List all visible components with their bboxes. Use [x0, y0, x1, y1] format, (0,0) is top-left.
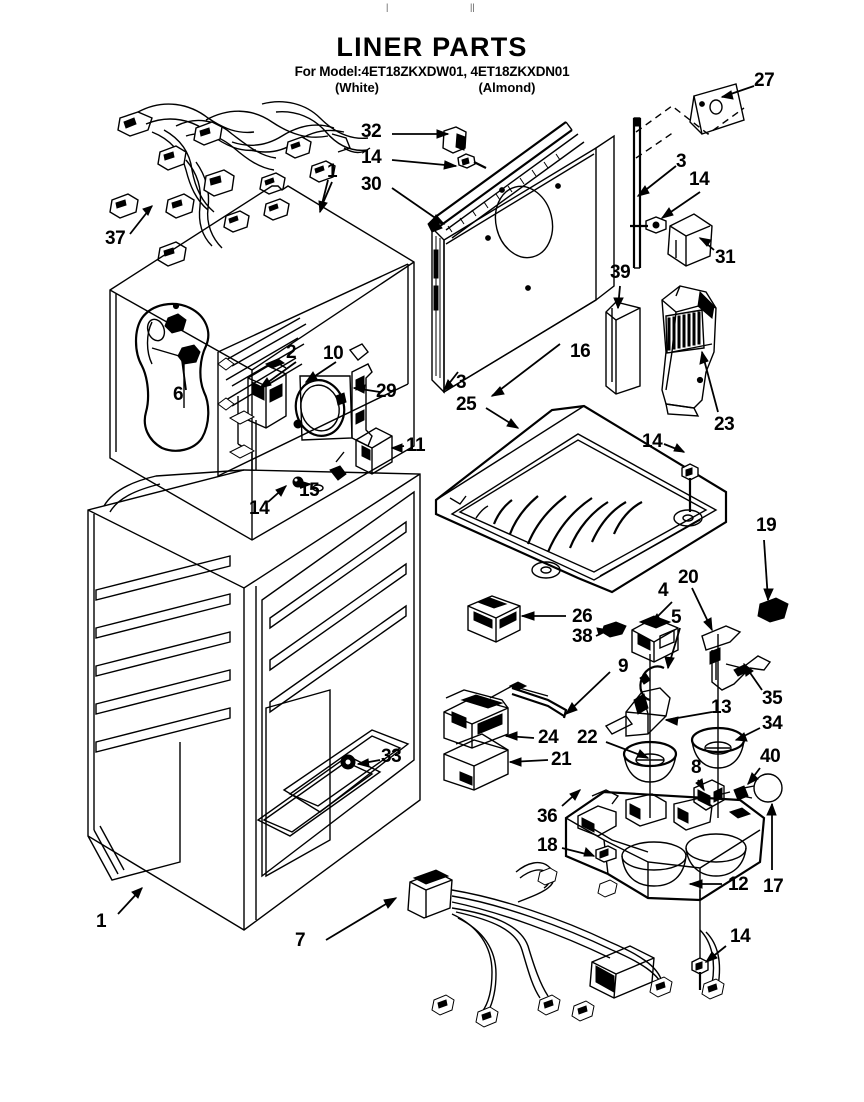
light-housing-art: [443, 671, 650, 791]
callout-14-e: 14: [730, 926, 751, 947]
callout-26: 26: [572, 606, 593, 627]
callout-11: 11: [406, 435, 426, 456]
callout-33: 33: [381, 746, 402, 767]
callout-9: 9: [618, 656, 629, 677]
page-title: LINER PARTS: [336, 32, 528, 62]
callout-18: 18: [537, 835, 558, 856]
callout-40: 40: [760, 746, 781, 767]
callout-7: 7: [295, 930, 306, 951]
callout-21: 21: [551, 749, 572, 770]
top-tick-right: ||: [470, 2, 475, 12]
freezer-liner-panel-art: [431, 134, 615, 397]
callout-10: 10: [323, 343, 344, 364]
wiring-harness-lower-art: [325, 861, 725, 1028]
callout-13: 13: [711, 697, 732, 718]
drain-assembly-art: [604, 539, 789, 818]
callout-12: 12: [728, 874, 749, 895]
callout-14-c: 14: [249, 498, 270, 519]
duct-sleeve-art: [605, 285, 641, 395]
callout-27: 27: [754, 70, 775, 91]
top-tick-left: |: [386, 2, 389, 12]
callout-3-upper: 3: [676, 151, 687, 172]
cabinet-liner-upper-art: [109, 181, 415, 541]
control-cluster-art: [181, 343, 405, 503]
callout-22: 22: [577, 727, 598, 748]
callout-17: 17: [763, 876, 784, 897]
callout-8: 8: [691, 757, 702, 778]
callout-30: 30: [361, 174, 382, 195]
callout-20: 20: [678, 567, 699, 588]
finish-almond-label: (Almond): [478, 80, 536, 95]
callout-24: 24: [538, 727, 559, 748]
callout-25: 25: [456, 394, 477, 415]
base-pan-art: [561, 789, 777, 990]
control-module-art: [467, 595, 627, 643]
wiring-harness-upper-art: [109, 101, 371, 267]
callout-29: 29: [376, 381, 397, 402]
finish-row: (White) (Almond): [0, 80, 864, 95]
callout-23: 23: [714, 414, 735, 435]
callout-19: 19: [756, 515, 777, 536]
callout-5: 5: [671, 607, 682, 628]
callout-6: 6: [173, 384, 184, 405]
callout-4: 4: [658, 580, 669, 601]
callout-34: 34: [762, 713, 783, 734]
callout-37: 37: [105, 228, 126, 249]
callout-14-b: 14: [689, 169, 710, 190]
air-duct-assembly-art: [661, 285, 719, 417]
air-duct-cap-art: [667, 213, 715, 267]
callout-39: 39: [610, 262, 631, 283]
callout-38: 38: [572, 626, 593, 647]
callout-1-lower: 1: [96, 911, 107, 932]
callout-35: 35: [762, 688, 783, 709]
model-line: For Model:4ET18ZKXDW01, 4ET18ZKXDN01: [294, 64, 570, 79]
callout-15: 15: [299, 480, 320, 501]
callout-16: 16: [570, 341, 591, 362]
cabinet-liner-lower-art: [87, 469, 421, 931]
callout-14-d: 14: [642, 431, 663, 452]
callout-32: 32: [361, 121, 382, 142]
divider-rail-and-cover-art: [630, 83, 755, 269]
finish-white-label: (White): [334, 80, 380, 95]
drip-pan-cover-art: [434, 404, 728, 594]
callout-1-upper: 1: [327, 161, 338, 182]
callout-2: 2: [286, 342, 297, 363]
callout-36: 36: [537, 806, 558, 827]
callout-31: 31: [715, 247, 736, 268]
callout-3-lower: 3: [456, 372, 467, 393]
callout-14-a: 14: [361, 147, 382, 168]
